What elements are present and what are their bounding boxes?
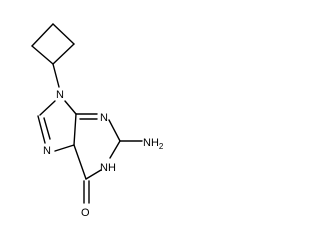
bond-n3-c2 — [108, 119, 121, 142]
bond-cyclobutyl-1 — [31, 23, 54, 47]
bond-c6-c5 — [73, 144, 87, 180]
atom-n7: N — [43, 145, 51, 157]
atom-amino: NH2 — [143, 137, 164, 151]
bond-cyclobutyl-4 — [31, 45, 54, 65]
atom-o6: O — [81, 207, 90, 219]
bond-c5-c4 — [73, 113, 77, 146]
bond-c8-n7 — [37, 115, 46, 144]
bond-n1-c6 — [85, 169, 102, 180]
atom-labels: N N N NH NH2 O — [43, 89, 164, 219]
molecule-structure: N N N NH NH2 O — [31, 23, 164, 219]
atom-n3: N — [100, 112, 108, 124]
bond-cyclobutyl-2 — [52, 23, 75, 45]
atom-n9: N — [56, 89, 64, 101]
amino-label-subscript: 2 — [159, 142, 164, 151]
amino-label-main: NH — [143, 137, 159, 149]
bond-n9-c8 — [39, 100, 56, 116]
bond-c2-n1 — [109, 140, 121, 159]
bond-c4-n9 — [64, 100, 77, 115]
bond-n7-c5 — [54, 144, 75, 152]
bond-cyclobutyl-3 — [52, 43, 75, 65]
bonds — [31, 23, 143, 204]
atom-n1: NH — [100, 162, 116, 174]
bond-c1-n9 — [52, 63, 60, 88]
bond-c8-n7-inner — [43, 117, 51, 140]
